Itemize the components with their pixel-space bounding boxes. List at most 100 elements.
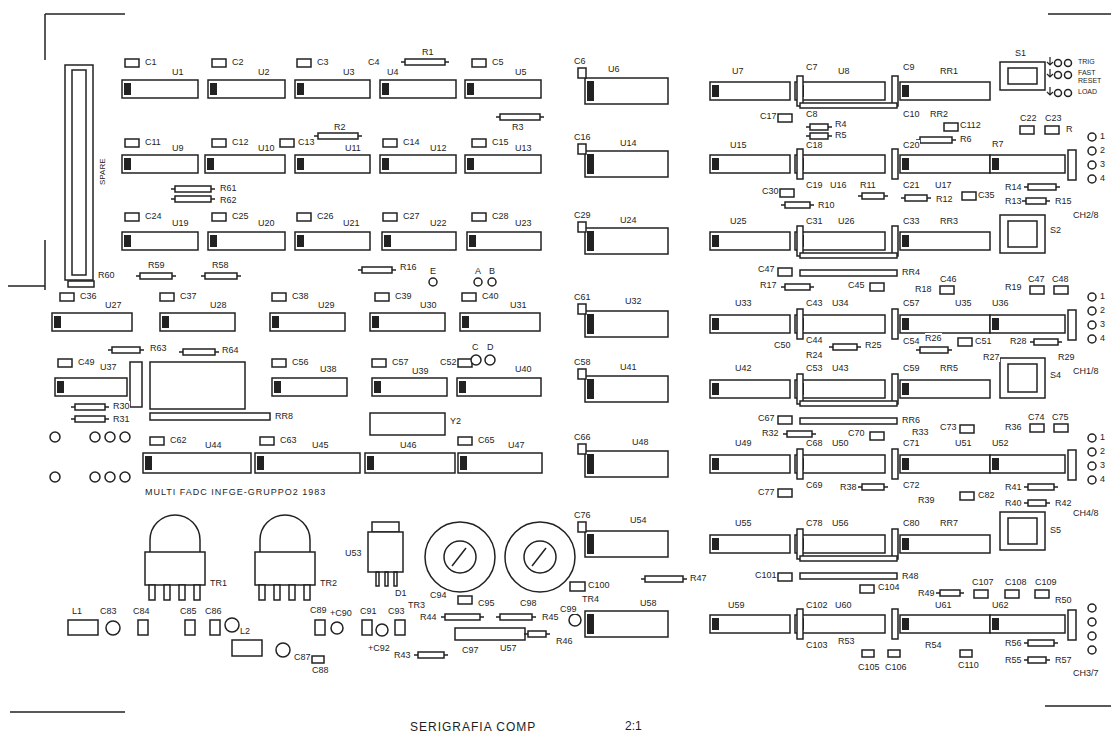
ic-package <box>465 155 541 173</box>
ic-package <box>795 155 885 173</box>
resistor-symbol <box>75 404 105 410</box>
signal-arrow <box>1047 87 1053 95</box>
part-designator: C37 <box>180 291 197 301</box>
part-designator: C36 <box>80 291 97 301</box>
capacitor-symbol <box>870 283 884 291</box>
capacitor-symbol <box>125 139 139 147</box>
part-designator: U58 <box>640 598 657 608</box>
resistor-symbol <box>940 590 960 596</box>
part-designator: C110 <box>958 660 979 670</box>
ic-package <box>900 455 990 473</box>
pin1-notch <box>382 158 389 170</box>
part-designator: C22 <box>1020 113 1037 123</box>
part-designator: R14 <box>1005 182 1022 192</box>
part-designator: S5 <box>1050 525 1061 535</box>
pin1-notch <box>712 618 719 630</box>
part-designator: C40 <box>482 291 499 301</box>
board-line <box>44 240 46 290</box>
channel-pad <box>1088 618 1096 626</box>
part-designator: C26 <box>317 211 334 221</box>
resistor-symbol <box>445 614 480 620</box>
regulator-pin <box>394 572 397 586</box>
capacitor-symbol <box>280 139 294 147</box>
resistor-symbol <box>862 484 884 490</box>
pin1-notch <box>712 85 719 97</box>
capacitor-symbol <box>797 529 803 559</box>
transistor-outline <box>255 552 315 585</box>
capacitor-symbol <box>362 620 372 635</box>
capacitor-symbol <box>797 76 803 106</box>
pin1-notch <box>297 83 304 95</box>
part-designator: RR5 <box>940 363 958 373</box>
part-designator: U13 <box>515 143 532 153</box>
part-designator: R27 <box>983 352 1000 362</box>
part-designator: C11 <box>145 137 161 147</box>
part-designator: U9 <box>172 143 184 153</box>
part-designator: TR3 <box>408 600 425 610</box>
transistor-outline <box>260 515 310 552</box>
part-designator: R28 <box>1010 336 1027 346</box>
pin1-notch <box>902 235 909 247</box>
part-designator: D <box>487 342 494 352</box>
ic-package <box>710 82 790 100</box>
part-designator: C74 <box>1028 412 1045 422</box>
part-designator: U14 <box>620 138 637 148</box>
pin1-notch <box>587 231 594 251</box>
toroid-core <box>444 541 476 573</box>
ic-package <box>272 378 347 396</box>
part-designator: C101 <box>755 570 777 580</box>
part-designator: C33 <box>903 216 920 226</box>
capacitor-symbol <box>892 374 898 404</box>
capacitor-symbol <box>225 618 239 632</box>
capacitor-symbol <box>472 59 486 67</box>
part-designator: C21 <box>903 180 920 190</box>
ic-package <box>900 232 990 250</box>
part-designator: RR4 <box>902 267 920 277</box>
capacitor-symbol <box>888 650 900 657</box>
part-designator: R43 <box>394 650 411 660</box>
capacitor-symbol <box>892 226 898 256</box>
pin1-notch <box>587 379 594 399</box>
test-point <box>485 355 495 365</box>
resistor-symbol <box>112 347 140 353</box>
part-designator: C65 <box>478 435 495 445</box>
part-designator: RR2 <box>930 109 948 119</box>
signal-arrow <box>1047 57 1053 65</box>
part-designator: U43 <box>832 363 849 373</box>
resistor-symbol <box>205 273 237 279</box>
part-designator: R49 <box>918 588 935 598</box>
part-designator: C38 <box>292 291 309 301</box>
part-designator: U22 <box>430 218 447 228</box>
part-designator: C99 <box>560 604 577 614</box>
resistor-symbol <box>785 202 810 208</box>
part-designator: C94 <box>430 590 447 600</box>
capacitor-symbol <box>862 650 874 657</box>
part-designator: R5 <box>835 130 847 140</box>
capacitor-symbol <box>383 139 397 147</box>
part-designator: U39 <box>412 366 429 376</box>
transistor-pin <box>164 585 170 600</box>
regulator-pin <box>385 572 388 586</box>
part-designator: R32 <box>762 428 779 438</box>
part-designator: R48 <box>902 571 919 581</box>
pin1-notch <box>587 154 594 174</box>
capacitor-symbol <box>331 622 343 634</box>
part-designator: U12 <box>430 143 447 153</box>
part-designator: U25 <box>730 216 747 226</box>
part-designator: L2 <box>240 626 250 636</box>
channel-pad <box>1088 293 1096 301</box>
ic-package <box>795 535 885 553</box>
ic-package <box>372 378 447 396</box>
ic-package <box>160 313 235 331</box>
part-designator: C19 <box>806 180 823 190</box>
pin1-notch <box>367 456 374 470</box>
ic-package <box>455 628 525 640</box>
capacitor-symbol <box>272 359 286 367</box>
resistor-network <box>1068 310 1076 340</box>
part-designator: C58 <box>574 357 591 367</box>
part-designator: U53 <box>345 548 362 558</box>
board-line <box>1048 13 1111 15</box>
scale-note: 2:1 <box>625 720 642 734</box>
resistor-symbol <box>905 195 927 201</box>
